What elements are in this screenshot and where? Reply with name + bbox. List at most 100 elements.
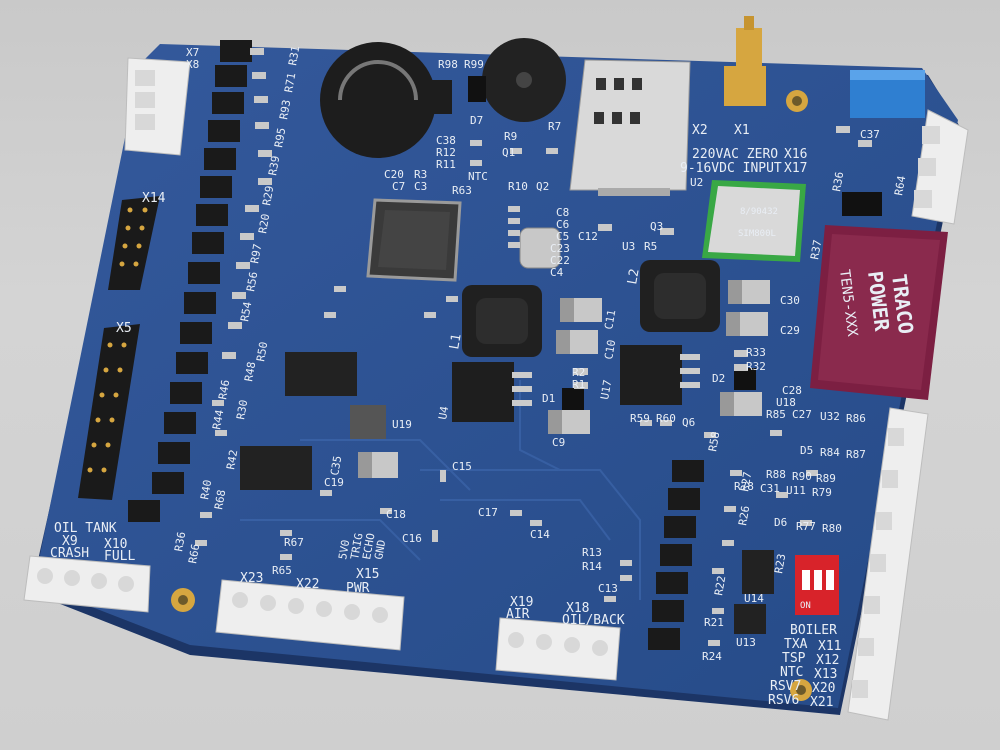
label-r86: R86 [846, 412, 866, 425]
label-q1: Q1 [502, 146, 515, 159]
label-c17: C17 [478, 506, 498, 519]
label-r54: R54 [238, 300, 254, 322]
traco-power-module: TRACO POWER TEN5-XXX [810, 225, 948, 400]
label-oil-tank: OIL TANK [54, 521, 117, 536]
label-u11: U11 [786, 484, 806, 497]
regulator-u17 [620, 345, 700, 405]
label-x22: X22 [296, 577, 319, 592]
terminal-strip-right [847, 407, 929, 721]
label-r89: R89 [816, 472, 836, 485]
label-u3: U3 [622, 240, 635, 253]
label-r5: R5 [644, 240, 657, 253]
label-r58: R58 [706, 431, 722, 453]
label-u2: U2 [690, 176, 703, 189]
label-sig-echo: ECHO [360, 532, 377, 560]
label-x1: X1 [734, 123, 750, 138]
label-c30: C30 [780, 294, 800, 307]
label-ntc: NTC [468, 170, 488, 183]
microcontroller-ic [366, 198, 462, 282]
label-c20: C20 [384, 168, 404, 181]
sma-antenna-connector [724, 16, 766, 106]
label-x23: X23 [240, 571, 263, 586]
label-r21: R21 [704, 616, 724, 629]
label-r27: R27 [738, 471, 754, 493]
label-r80: R80 [822, 522, 842, 535]
label-sig-gnd: GND [372, 539, 388, 561]
sim-card-holder [569, 59, 691, 196]
label-x2: X2 [692, 123, 708, 138]
label-r67: R67 [284, 536, 304, 549]
label-u17: U17 [598, 379, 614, 401]
label-r42: R42 [224, 449, 240, 471]
label-c28: C28 [782, 384, 802, 397]
label-c13: C13 [598, 582, 618, 595]
label-d2: D2 [712, 372, 725, 385]
regulator-u4 [452, 362, 532, 422]
label-crash: CRASH [50, 546, 89, 561]
label-c18: C18 [386, 508, 406, 521]
label-right-row2-x: X13 [814, 667, 837, 682]
label-u14: U14 [744, 592, 764, 605]
label-r37: R37 [808, 239, 824, 261]
label-r29: R29 [260, 185, 276, 207]
label-r39: R39 [266, 155, 282, 177]
label-220vac-zero: 220VAC ZERO [692, 147, 778, 162]
terminal-block-x16-x17 [911, 109, 969, 225]
label-r23: R23 [772, 553, 788, 575]
label-r87: R87 [846, 448, 866, 461]
label-c14: C14 [530, 528, 550, 541]
soic-ic-lower [240, 446, 312, 490]
ic-u14-u13 [734, 550, 774, 634]
label-u32: U32 [820, 410, 840, 423]
label-u4: U4 [436, 405, 451, 421]
label-l2: L2 [625, 268, 642, 286]
label-r71: R71 [282, 72, 298, 94]
label-x10: X10 [104, 537, 127, 552]
label-r32: R32 [746, 360, 766, 373]
label-r33: R33 [746, 346, 766, 359]
label-c15: C15 [452, 460, 472, 473]
pin-header-x5 [78, 324, 140, 500]
label-x5: X5 [116, 321, 132, 336]
label-c23: C23 [550, 242, 570, 255]
label-d5: D5 [800, 444, 813, 457]
label-r79: R79 [812, 486, 832, 499]
label-c11: C11 [602, 309, 618, 331]
label-r10: R10 [508, 180, 528, 193]
label-r13: R13 [582, 546, 602, 559]
terminal-block-x7-x8 [124, 57, 191, 156]
silkscreen-labels: X7 X8 R31 R71 R93 R95 R39 R29 R20 R97 R5… [50, 45, 908, 710]
label-sig-trig: TRIG [348, 532, 365, 560]
label-r30: R30 [234, 399, 250, 421]
label-right-row4-x: X21 [810, 695, 833, 710]
label-c16: C16 [402, 532, 422, 545]
label-r40: R40 [198, 479, 214, 501]
inductor-l2 [640, 260, 720, 332]
label-r85: R85 [766, 408, 786, 421]
label-c31: C31 [760, 482, 780, 495]
label-r36: R36 [830, 171, 846, 193]
label-c29: C29 [780, 324, 800, 337]
label-r64: R64 [892, 174, 908, 196]
label-d7: D7 [470, 114, 483, 127]
label-r77: R77 [796, 520, 816, 533]
label-pwr: PWR [346, 581, 370, 596]
dip-switch: ON [795, 555, 839, 615]
label-x17: X17 [784, 161, 807, 176]
label-r99: R99 [464, 58, 484, 71]
label-r84: R84 [820, 446, 840, 459]
label-c7: C7 [392, 180, 405, 193]
label-q3: Q3 [650, 220, 663, 233]
label-x9: X9 [62, 534, 78, 549]
label-right-row1-x: X12 [816, 653, 839, 668]
label-x8: X8 [186, 58, 199, 71]
label-r97: R97 [248, 243, 264, 265]
label-9-16vdc-input: 9-16VDC INPUT [680, 161, 782, 176]
label-right-row0-x: X11 [818, 639, 841, 654]
label-u13: U13 [736, 636, 756, 649]
label-r46: R46 [216, 379, 232, 401]
blue-relay [850, 70, 925, 118]
label-r88: R88 [766, 468, 786, 481]
label-r98: R98 [438, 58, 458, 71]
label-r14: R14 [582, 560, 602, 573]
